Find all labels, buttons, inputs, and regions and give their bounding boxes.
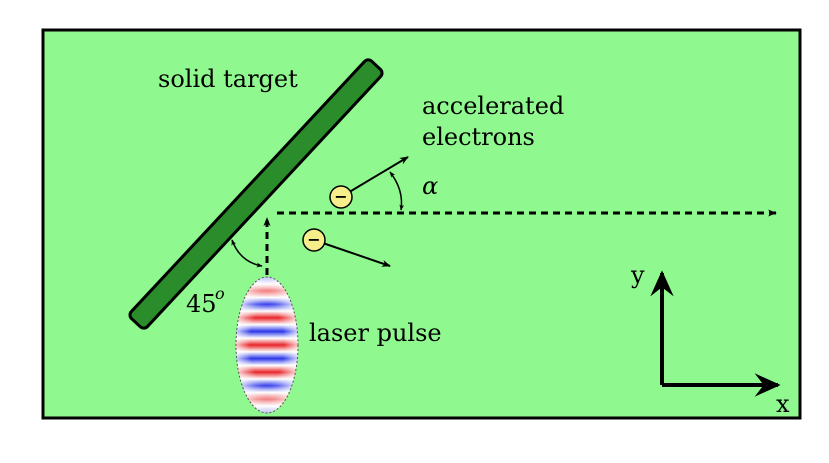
- incidence-angle-arc: [231, 239, 263, 268]
- svg-text:o: o: [215, 284, 225, 303]
- svg-text:−: −: [307, 230, 320, 249]
- electron-trajectory-upper: [340, 156, 409, 198]
- svg-text:−: −: [334, 187, 347, 206]
- solid-target-label: solid target: [158, 65, 298, 93]
- electron-icon: −: [302, 228, 326, 252]
- x-axis-label: x: [776, 390, 790, 418]
- electron-trajectory-lower: [313, 239, 391, 267]
- incidence-angle-label: 45 o: [186, 284, 225, 318]
- solid-target: [128, 58, 384, 330]
- laser-pulse-label: laser pulse: [309, 319, 442, 347]
- alpha-label: α: [422, 172, 438, 200]
- accelerated-electrons-label-line2: electrons: [422, 123, 535, 151]
- electron-icon: −: [329, 185, 353, 209]
- alpha-angle-arc: [389, 171, 405, 211]
- y-axis-label: y: [630, 261, 645, 289]
- background-panel: [41, 28, 802, 420]
- svg-text:45: 45: [186, 290, 217, 318]
- accelerated-electrons-label-line1: accelerated: [422, 92, 564, 120]
- laser-pulse-icon: [235, 276, 299, 414]
